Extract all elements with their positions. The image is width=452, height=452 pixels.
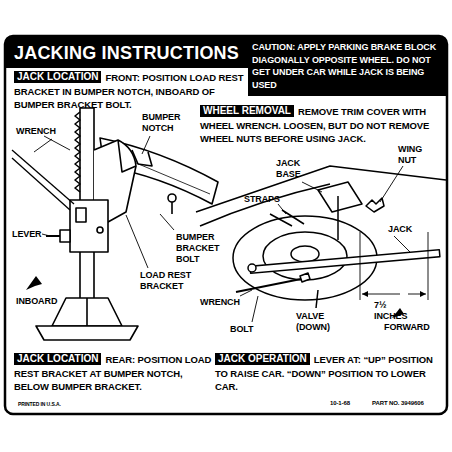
- printer-note: PRINTED IN U.S.A.: [18, 401, 61, 407]
- dimension-label: 7½ INCHES: [374, 300, 414, 322]
- date-code: 10-1-68: [330, 400, 350, 407]
- part-label: LOAD REST BRACKET: [140, 270, 194, 292]
- part-label: WING NUT: [398, 144, 440, 166]
- tag-text: JACK LOCATION: [17, 71, 98, 82]
- part-label: JACK BASE: [276, 158, 318, 180]
- caution-note: CAUTION: APPLY PARKING BRAKE BLOCK DIAGO…: [252, 41, 444, 91]
- front-jack-figure: [12, 108, 218, 340]
- part-label: BOLT: [230, 324, 253, 335]
- part-label: WRENCH: [200, 297, 240, 308]
- tag-text: JACK OPERATION: [218, 353, 307, 364]
- dimension-arrows: [362, 291, 426, 297]
- instruction-text: LEVER AT: “UP” POSITION TO RAISE CAR. “D…: [215, 353, 443, 394]
- heading-tag: WHEEL REMOVAL: [200, 105, 294, 117]
- spare-leaders: [240, 166, 428, 322]
- tag-text: JACK LOCATION: [17, 353, 98, 364]
- part-label: BUMPER NOTCH: [142, 112, 202, 134]
- direction-label: FORWARD: [384, 322, 430, 333]
- heading-tag: JACK OPERATION: [215, 353, 310, 365]
- part-label: BUMPER BRACKET BOLT: [176, 232, 230, 265]
- inboard-arrow: [26, 276, 42, 290]
- instruction-text: REAR: POSITION LOAD REST BRACKET AT BUMP…: [14, 353, 212, 394]
- title: JACKING INSTRUCTIONS: [14, 42, 239, 64]
- spare-tire-figure: [196, 166, 446, 308]
- instruction-text: FRONT: POSITION LOAD REST BRACKET IN BUM…: [14, 71, 250, 112]
- decal-border: [5, 36, 447, 414]
- part-label: WRENCH: [16, 126, 56, 137]
- part-label: INBOARD: [16, 296, 57, 307]
- tag-text: WHEEL REMOVAL: [203, 105, 291, 116]
- part-label: STRAPS: [244, 194, 280, 205]
- part-label: JACK: [388, 224, 412, 235]
- instruction-text: REMOVE TRIM COVER WITH WHEEL WRENCH. LOO…: [200, 105, 444, 146]
- part-label: VALVE (DOWN): [296, 311, 348, 333]
- part-label: LEVER: [12, 229, 42, 240]
- heading-tag: JACK LOCATION: [14, 71, 101, 83]
- front-leaders: [34, 136, 174, 268]
- heading-tag: JACK LOCATION: [14, 353, 101, 365]
- part-number: PART NO. 3949606: [372, 400, 424, 407]
